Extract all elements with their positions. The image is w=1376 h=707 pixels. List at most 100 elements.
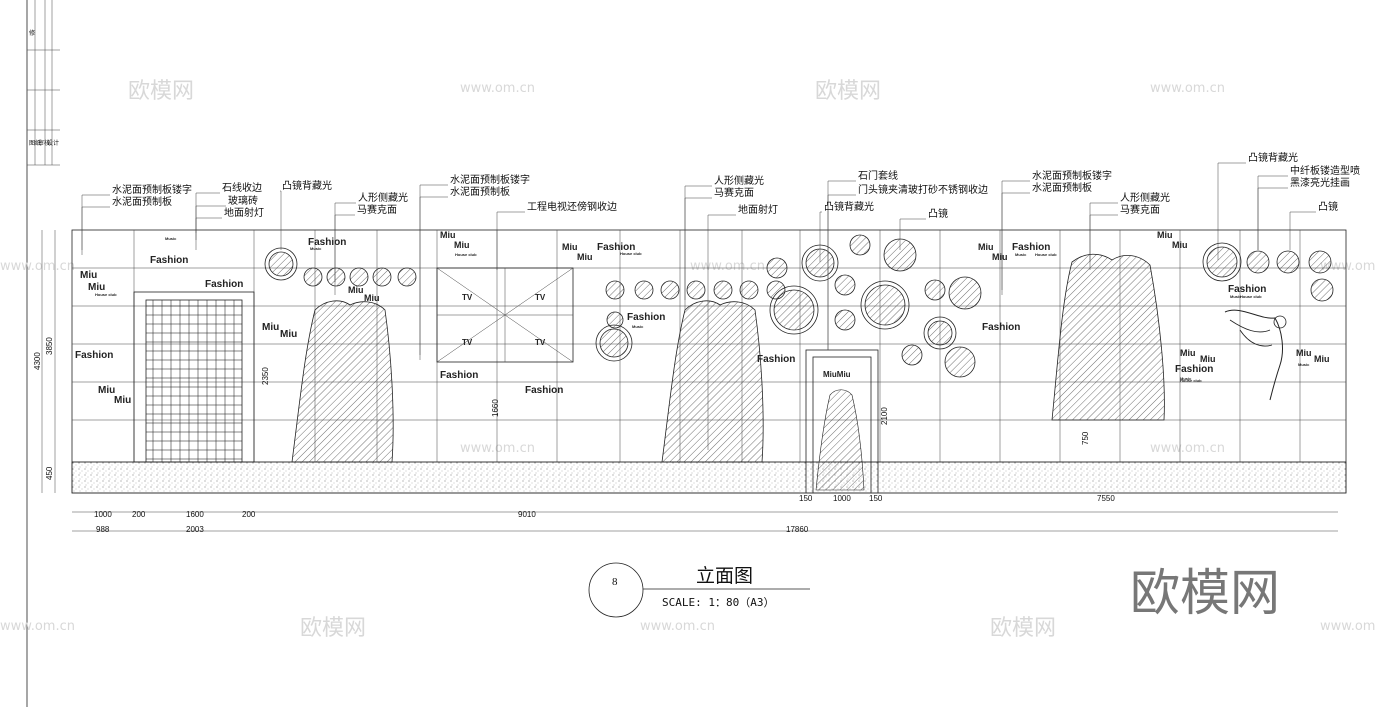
watermark-url-3: www.om.cn — [1320, 619, 1376, 634]
music-text-3: Music — [1015, 252, 1027, 257]
mirror-circle — [1206, 246, 1238, 278]
house-club-text-4: House club — [1180, 378, 1202, 383]
tv-panel: TV TV TV TV — [436, 267, 574, 363]
house-club-text-3: House club — [1240, 294, 1262, 299]
house-club-text-0: House club — [95, 292, 117, 297]
dim-vertical-4: 1660 — [491, 399, 500, 417]
tv-label-0: TV — [462, 293, 473, 302]
annotation-label-16: 凸镜背藏光 — [824, 200, 874, 213]
wall-text-22: Miu — [577, 252, 593, 262]
watermark-url-7: www.om.cn — [1320, 259, 1376, 274]
watermark-url-1: www.om.cn — [1150, 81, 1225, 96]
mirror-ring — [860, 280, 910, 330]
dim-row1-7: 150 — [869, 494, 883, 503]
dim-vertical-2: 450 — [45, 466, 54, 480]
mirror-circle — [660, 280, 680, 300]
mirror-circle — [303, 267, 323, 287]
dim-vertical-6: 750 — [1081, 431, 1090, 445]
annotation-label-8: 水泥面预制板镂字 — [450, 173, 530, 186]
mirror-ring — [923, 316, 957, 350]
dim-row2-0: 988 — [96, 525, 110, 534]
dim-row1-2: 1600 — [186, 510, 204, 519]
annotation-label-25: 凸镜 — [1318, 200, 1338, 213]
mirror-circle — [349, 267, 369, 287]
annotation-label-2: 石线收边 — [222, 181, 262, 194]
tv-label-1: TV — [535, 293, 546, 302]
mirror-circle — [766, 280, 786, 300]
logo-watermark: 欧模网 — [1130, 564, 1280, 622]
wall-text-11: Fashion — [1228, 284, 1266, 295]
wall-text-14: Miu — [88, 282, 105, 293]
mirror-circle — [864, 284, 906, 326]
annotation-label-11: 人形侧藏光 — [714, 174, 764, 187]
wall-text-7: Fashion — [525, 385, 563, 396]
music-text-2: Music — [632, 324, 644, 329]
mirror-circle — [1276, 250, 1300, 274]
annotation-label-13: 地面射灯 — [738, 203, 778, 216]
dancer-artwork — [1224, 309, 1287, 401]
annotation-label-4: 地面射灯 — [224, 206, 264, 219]
dim-vertical-0: 4300 — [33, 352, 42, 370]
dim-row1-1: 200 — [132, 510, 146, 519]
annotation-label-18: 水泥面预制板镂字 — [1032, 169, 1112, 182]
wall-text-30: Miu — [1200, 354, 1216, 364]
mirror-circle — [686, 280, 706, 300]
mirror-circle — [944, 346, 976, 378]
annotation-label-12: 马赛克面 — [714, 186, 754, 199]
drawing-title: 立面图 — [696, 565, 753, 587]
annotation-label-15: 门头镜夹清玻打砂不锈钢收边 — [858, 183, 988, 196]
mirror-circle — [599, 328, 629, 358]
drawing-number: 8 — [612, 576, 618, 588]
mirror-circle — [605, 280, 625, 300]
annotation-label-22: 凸镜背藏光 — [1248, 151, 1298, 164]
mirror-circle — [849, 234, 871, 256]
annotation-label-0: 水泥面预制板镂字 — [112, 183, 192, 196]
tv-label-3: TV — [535, 338, 546, 347]
mirror-circle — [372, 267, 392, 287]
dim-row1-3: 200 — [242, 510, 256, 519]
mirror-circle — [326, 267, 346, 287]
mirror-circle — [1310, 278, 1334, 302]
wall-text-31: Miu — [1296, 348, 1312, 358]
dim-row1-8: 7550 — [1097, 494, 1115, 503]
dim-row1-4: 9010 — [518, 510, 536, 519]
wall-text-9: Fashion — [1012, 242, 1050, 253]
dim-row1-5: 150 — [799, 494, 813, 503]
music-text-5: Music — [1180, 376, 1192, 381]
mirror-circle — [948, 276, 982, 310]
dim-row2-2: 17860 — [786, 525, 809, 534]
annotation-label-14: 石门套线 — [858, 169, 898, 182]
wall-text-26: Miu — [992, 252, 1008, 262]
music-text-1: Music — [310, 246, 322, 251]
wall-text-21: Miu — [562, 242, 578, 252]
door-miumiu-text: MiuMiu — [823, 370, 851, 379]
mirror-circle — [901, 344, 923, 366]
title-block: 8 立面图 SCALE: 1：80（A3） — [588, 562, 810, 618]
dim-row1-0: 1000 — [94, 510, 112, 519]
dim-vertical-5: 2100 — [880, 407, 889, 425]
convex-mirrors — [264, 234, 1334, 378]
annotation-label-3: 玻璃砖 — [228, 194, 258, 207]
title-strip: 修 图纸 审核 设计 — [26, 0, 60, 707]
mirror-circle — [713, 280, 733, 300]
wall-text-24: Miu — [364, 293, 380, 303]
wall-text-23: Miu — [348, 285, 364, 295]
watermark-url-4: www.om.cn — [0, 619, 75, 634]
wall-text-27: Miu — [1157, 230, 1173, 240]
annotation-leaders: 水泥面预制板镂字水泥面预制板石线收边玻璃砖地面射灯凸镜背藏光人形侧藏光马赛克面水… — [81, 151, 1360, 450]
watermark-logo-1: 欧模网 — [815, 79, 881, 104]
wall-text-20: Miu — [454, 240, 470, 250]
wall-text-8: Fashion — [757, 354, 795, 365]
watermark-url-5: www.om.cn — [0, 259, 75, 274]
annotation-label-20: 人形侧藏光 — [1120, 191, 1170, 204]
watermark-logo-2: 欧模网 — [300, 616, 366, 641]
music-text-4: Music — [1230, 294, 1242, 299]
annotation-label-23: 中纤板镂造型喷 — [1290, 164, 1360, 177]
annotation-label-10: 工程电视还傍钢收边 — [527, 200, 617, 213]
mirror-circle — [1308, 250, 1332, 274]
mirror-circle — [606, 311, 624, 329]
mirror-ring — [1202, 242, 1242, 282]
